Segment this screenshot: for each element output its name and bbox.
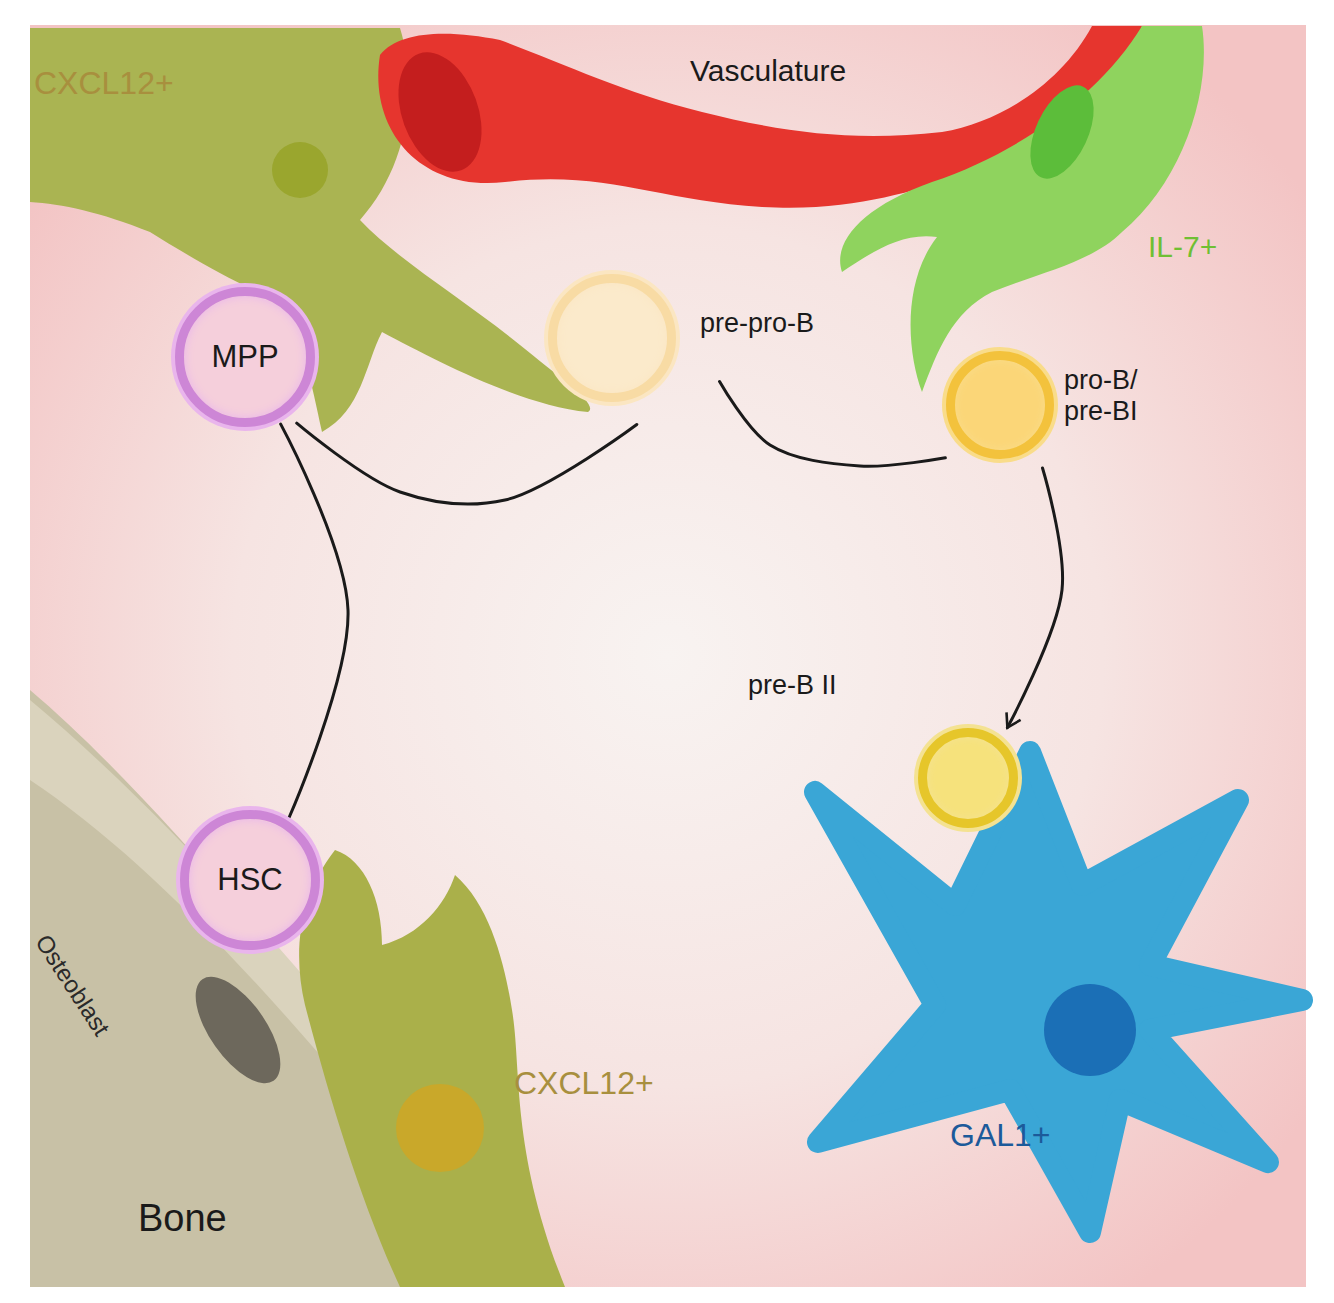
cell-label: GAL1+ bbox=[950, 1118, 1051, 1153]
lineage-connector bbox=[720, 381, 946, 466]
cell-circle: pre-B II bbox=[918, 728, 1018, 828]
lineage-connector bbox=[281, 424, 348, 817]
cell-circle: MPP bbox=[175, 287, 315, 427]
osteoblast-nucleus bbox=[180, 963, 297, 1097]
cell-name: pro-B/ pre-BI bbox=[1064, 365, 1174, 427]
lineage-connector bbox=[297, 423, 637, 504]
cell-name: HSC bbox=[217, 862, 282, 898]
cell-circle: pro-B/ pre-BI bbox=[946, 351, 1054, 459]
region-label: Bone bbox=[138, 1198, 227, 1240]
il7-nucleus bbox=[1017, 76, 1106, 189]
endothelial-nucleus bbox=[383, 41, 497, 184]
lineage-connector bbox=[1007, 468, 1062, 728]
cell-name: pre-pro-B bbox=[700, 308, 814, 339]
cell-label: CXCL12+ bbox=[34, 66, 174, 101]
gal1-nucleus bbox=[1044, 984, 1136, 1076]
cell-circle: HSC bbox=[180, 810, 320, 950]
cell-circle: pre-pro-B bbox=[548, 274, 676, 402]
cell-name: pre-B II bbox=[748, 670, 837, 701]
cell-name: MPP bbox=[211, 339, 278, 375]
cxcl12-nucleus bbox=[396, 1084, 484, 1172]
gal1-cell bbox=[815, 752, 1302, 1232]
marrow-ground bbox=[30, 25, 1306, 1287]
vessel-label: Vasculature bbox=[690, 54, 846, 87]
cell-label: Osteoblast bbox=[30, 930, 115, 1041]
cell-label: CXCL12+ bbox=[514, 1066, 654, 1101]
cell-label: IL-7+ bbox=[1148, 230, 1217, 263]
cxcl12-nucleus bbox=[272, 142, 328, 198]
il7-cell bbox=[840, 26, 1204, 392]
